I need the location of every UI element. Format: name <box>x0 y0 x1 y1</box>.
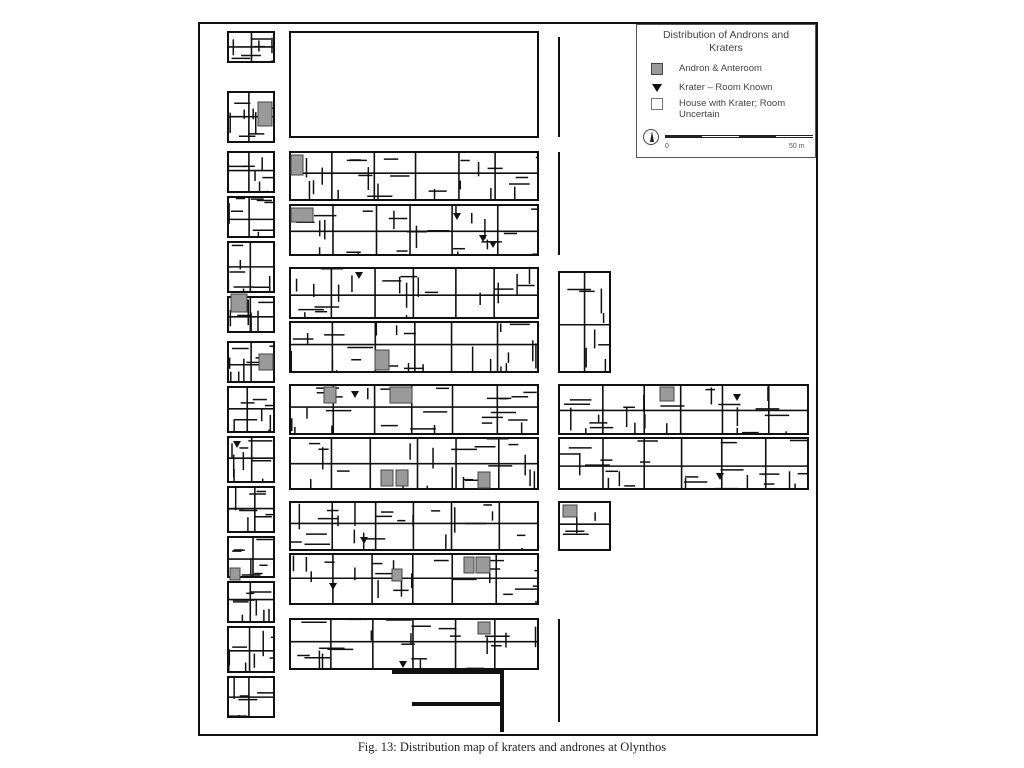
andron-room <box>659 386 675 402</box>
andron-room <box>229 567 241 581</box>
krater-triangle-icon <box>360 537 368 544</box>
house-block <box>227 486 275 533</box>
krater-triangle-icon <box>479 235 487 242</box>
legend-title-line2: Kraters <box>709 42 743 54</box>
house-block <box>289 384 539 435</box>
andron-room <box>380 469 394 487</box>
uncertain-label-line2: Uncertain <box>679 109 720 120</box>
andron-swatch <box>651 63 663 75</box>
krater-label: Krater – Room Known <box>679 82 773 93</box>
open-block <box>289 31 539 138</box>
andron-room <box>477 471 491 489</box>
krater-triangle-icon <box>233 441 241 448</box>
house-block <box>289 618 539 670</box>
scale-segment <box>739 135 776 138</box>
scale-start-label: 0 <box>665 143 669 150</box>
legend: Distribution of Androns and Kraters Andr… <box>636 24 816 158</box>
krater-triangle-icon <box>716 473 724 480</box>
thick-wall <box>412 702 502 706</box>
legend-title: Distribution of Androns and Kraters <box>637 29 815 55</box>
krater-triangle-icon <box>453 213 461 220</box>
house-block <box>289 204 539 256</box>
house-block <box>227 196 275 238</box>
andron-room <box>389 386 413 404</box>
north-arrow-icon <box>643 129 659 145</box>
scale-end-label: 50 m <box>789 143 805 150</box>
andron-room <box>395 469 409 487</box>
andron-room <box>475 556 491 574</box>
andron-room <box>258 353 274 371</box>
house-block <box>289 151 539 201</box>
house-block <box>227 626 275 673</box>
krater-triangle-icon <box>329 583 337 590</box>
andron-room <box>257 101 273 127</box>
house-block <box>558 437 809 490</box>
andron-room <box>323 386 337 404</box>
uncertain-label-line1: House with Krater; Room <box>679 98 786 109</box>
legend-title-line1: Distribution of Androns and <box>662 29 790 41</box>
uncertain-label: House with Krater; Room Uncertain <box>679 98 809 120</box>
krater-triangle-icon <box>489 241 497 248</box>
scale-segment <box>702 135 739 138</box>
scale-segment <box>665 135 702 138</box>
house-block <box>289 321 539 373</box>
krater-triangle-icon <box>351 391 359 398</box>
scale-segment <box>776 135 813 138</box>
krater-triangle-icon <box>355 272 363 279</box>
uncertain-swatch <box>651 98 663 110</box>
andron-room <box>374 349 390 371</box>
andron-room <box>477 621 491 635</box>
andron-room <box>290 154 304 176</box>
thick-wall <box>392 670 502 674</box>
house-block <box>558 501 611 551</box>
krater-triangle-icon <box>733 394 741 401</box>
house-block <box>227 536 275 578</box>
house-block <box>558 384 809 435</box>
krater-triangle-icon <box>652 84 662 92</box>
house-block <box>227 151 275 193</box>
thick-wall <box>500 670 504 732</box>
andron-room <box>230 293 248 313</box>
andron-room <box>463 556 475 574</box>
krater-triangle-icon <box>399 661 407 668</box>
andron-room <box>290 207 314 223</box>
andron-label: Andron & Anteroom <box>679 63 762 74</box>
andron-room <box>562 504 578 518</box>
figure-caption: Fig. 13: Distribution map of kraters and… <box>357 740 667 754</box>
town-plan <box>227 31 809 732</box>
andron-room <box>391 568 403 582</box>
scale-bar <box>665 135 813 138</box>
